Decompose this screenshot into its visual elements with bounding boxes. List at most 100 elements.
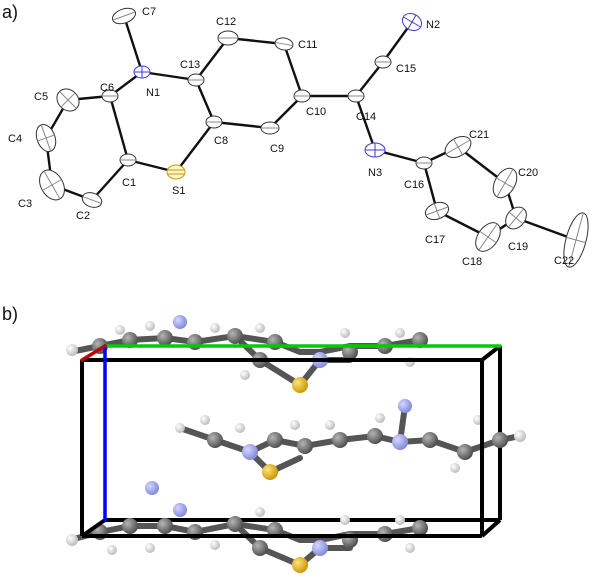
atom-label-s1: S1 [172, 185, 185, 197]
atom-ball [175, 423, 185, 433]
atom-ball [450, 463, 460, 473]
atom-ball [292, 557, 308, 573]
molecule-middle [175, 399, 526, 480]
atom-ball [262, 464, 278, 480]
ellipsoid-c13 [187, 73, 205, 87]
atom-label-n1: N1 [146, 87, 160, 99]
ellipsoid-n1 [133, 65, 151, 79]
atom-ball [145, 481, 159, 495]
atom-ball [267, 432, 283, 448]
atom-labels: C7 C12 C11 N2 N1 C13 C15 C5 C6 C10 C14 C… [8, 6, 574, 268]
unit-cell-back [105, 346, 502, 522]
atom-ball [255, 323, 265, 333]
cell-edge-depth-bl [80, 518, 107, 538]
atom-ball [367, 428, 383, 444]
atom-ball [66, 534, 78, 546]
atom-label-c11: C11 [298, 39, 317, 51]
atom-ball [173, 503, 187, 517]
bond-n1-c13 [140, 70, 198, 82]
panel-a-ortep: a) [2, 2, 589, 268]
atom-label-c21: C21 [469, 129, 489, 141]
atom-ball [297, 438, 313, 454]
ellipsoid-c7 [111, 7, 137, 25]
molecule-bottom [66, 481, 428, 573]
atom-ball [332, 432, 348, 448]
bond-c8-s1 [174, 120, 216, 174]
ellipsoid-c16 [415, 156, 433, 170]
bond-n1-c7 [122, 14, 144, 74]
atom-ball [235, 423, 245, 433]
axis-a [80, 344, 107, 362]
ellipsoid-c5 [56, 88, 80, 112]
ellipsoid-c22 [563, 212, 589, 268]
bond-c13-c12 [194, 36, 230, 82]
atom-label-c8: C8 [214, 135, 228, 147]
atom-label-c17: C17 [425, 234, 445, 246]
atom-ball [115, 325, 125, 335]
atom-ball [173, 315, 187, 329]
ellipsoid-c20 [492, 167, 518, 199]
atom-label-c6: C6 [100, 82, 114, 94]
atom-ball [157, 330, 173, 346]
panel-b-label: b) [2, 304, 18, 324]
atom-ball [492, 432, 508, 448]
atom-ball [290, 420, 300, 430]
ellipsoid-c9 [260, 121, 280, 135]
ellipsoid-c21 [444, 136, 472, 158]
ellipsoid-s1 [166, 164, 186, 180]
atom-label-c3: C3 [18, 198, 32, 210]
atom-ball [422, 432, 438, 448]
atom-ball [342, 344, 358, 360]
ellipsoid-c3 [39, 169, 65, 201]
atom-ball [340, 515, 350, 525]
atom-label-c12: C12 [216, 16, 236, 28]
ellipsoid-c12 [217, 30, 239, 46]
atom-ball [252, 540, 268, 556]
atom-label-n2: N2 [426, 19, 440, 31]
atom-ball [457, 444, 473, 460]
ellipsoid-c14 [347, 89, 365, 103]
atom-label-c22: C22 [554, 255, 574, 267]
atom-label-c13: C13 [180, 59, 200, 71]
ellipsoid-c6 [101, 89, 119, 103]
molecule-top [66, 315, 428, 393]
atom-ball [210, 323, 220, 333]
atom-label-c4: C4 [8, 133, 22, 145]
atom-label-c19: C19 [508, 241, 528, 253]
bond-c11-c10 [282, 42, 304, 98]
unit-cell-front [80, 344, 502, 538]
atom-ball [405, 543, 415, 553]
atom-label-c1: C1 [122, 177, 136, 189]
atom-label-c10: C10 [306, 106, 326, 118]
ellipsoid-c11 [274, 37, 294, 51]
ellipsoid-n3 [364, 142, 386, 158]
ortep-ellipsoids [35, 7, 589, 268]
cell-axes [80, 344, 502, 522]
atom-ball [392, 434, 408, 450]
bond-c14-n3 [354, 94, 377, 152]
atom-label-c9: C9 [270, 143, 284, 155]
atom-ball [240, 370, 250, 380]
atom-label-c14: C14 [356, 111, 376, 123]
ellipsoid-c4 [35, 123, 57, 153]
atom-ball [227, 328, 243, 344]
ellipsoid-n2 [401, 12, 423, 32]
cell-edge-depth-br [480, 518, 502, 538]
atom-ball [255, 507, 265, 517]
atom-label-c16: C16 [404, 179, 424, 191]
atom-ball [145, 543, 155, 553]
atom-ball [412, 332, 428, 348]
panel-a-label: a) [2, 2, 18, 22]
ellipsoid-c2 [81, 192, 103, 208]
atom-ball [207, 432, 223, 448]
atom-ball [325, 420, 335, 430]
cell-edge-depth-tr [480, 344, 502, 362]
bond-c1-c6 [108, 94, 130, 162]
atom-ball [395, 515, 405, 525]
ellipsoid-c8 [205, 115, 223, 129]
atom-ball [340, 328, 350, 338]
ellipsoid-c10 [293, 89, 311, 103]
atom-ball [412, 520, 428, 536]
atom-label-c20: C20 [518, 167, 538, 179]
atom-ball [292, 377, 308, 393]
